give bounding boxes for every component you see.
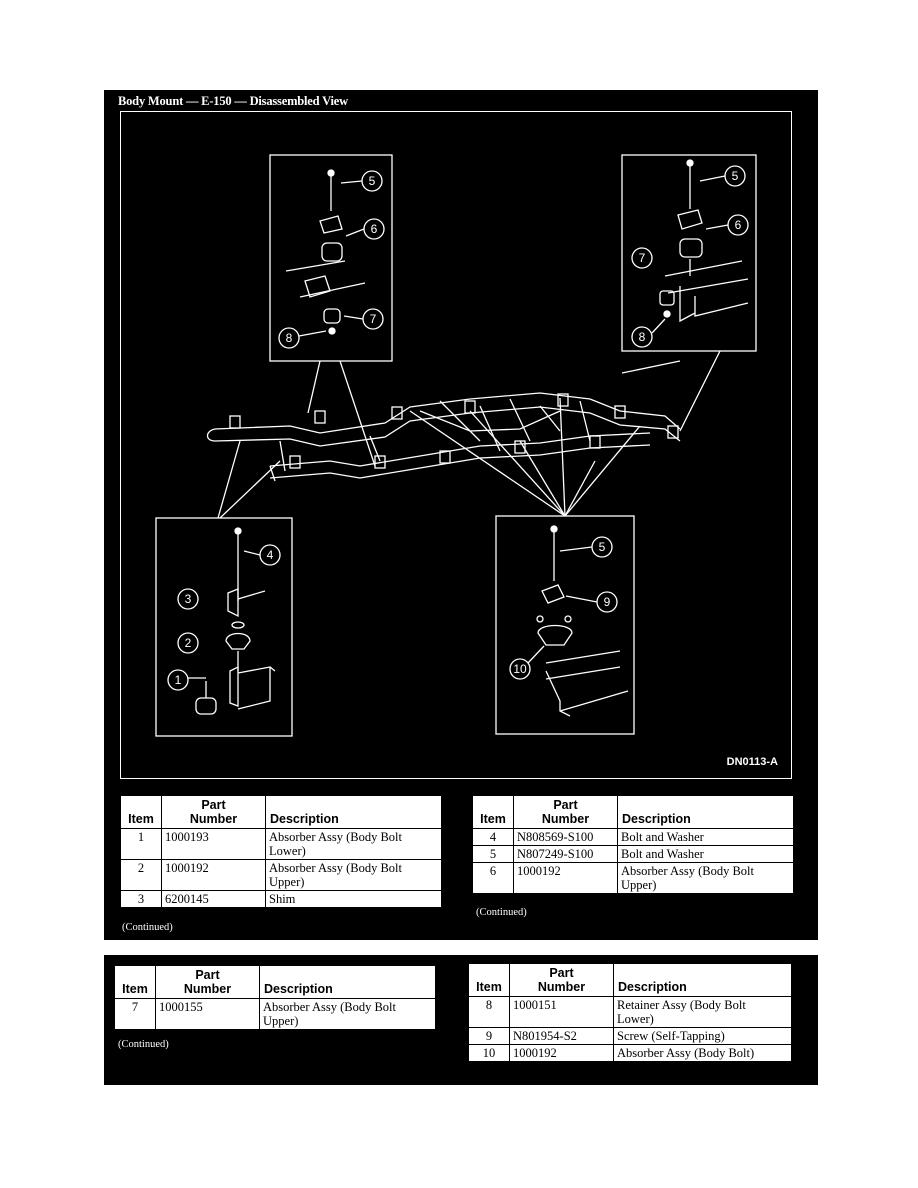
detail-br-callouts [509,536,618,680]
table-row: 5 N807249-S100 Bolt and Washer [472,845,794,863]
col-header-item: Item [472,795,514,829]
col-header-description: Description [265,795,442,829]
callout-5-tr: 5 [732,169,739,183]
chassis-frame-rails [206,392,681,482]
continued-note: (Continued) [122,922,173,933]
drawing-frame [120,111,792,779]
detail-tl-callouts [278,170,385,349]
callout-5-br: 5 [599,540,606,554]
col-header-description: Description [617,795,794,829]
callout-6-tl: 6 [371,222,378,236]
leader-lines [217,350,721,519]
detail-bl-callouts [167,544,281,691]
table-row: 4 N808569-S100 Bolt and Washer [472,828,794,846]
detail-box-bottom-right [495,515,635,735]
col-header-description: Description [259,965,436,999]
callout-4-bl: 4 [267,548,274,562]
col-header-description: Description [613,963,792,997]
detail-tr-callouts [631,165,749,348]
table-row: 3 6200145 Shim [120,890,442,908]
detail-box-top-right [621,154,757,352]
callout-6-tr: 6 [735,218,742,232]
figure-code: DN0113-A [726,756,778,768]
detail-box-bottom-left [155,517,293,737]
chassis-mount-brackets [229,393,679,469]
col-header-item: Item [468,963,510,997]
figure-title: Body Mount — E-150 — Disassembled View [118,94,348,108]
detail-tr-parts [659,159,749,323]
figure-panel: Body Mount — E-150 — Disassembled View [104,90,818,940]
detail-bl-parts [195,527,276,715]
callout-8-tl: 8 [286,331,293,345]
continued-note: (Continued) [118,1039,169,1050]
table-row: 10 1000192 Absorber Assy (Body Bolt) [468,1044,792,1062]
callout-9-br: 9 [604,595,611,609]
callout-2-bl: 2 [185,636,192,650]
callout-8-tr: 8 [639,330,646,344]
detail-br-parts [536,525,629,717]
detail-tl-parts [285,169,366,335]
callout-7-tl: 7 [370,312,377,326]
callout-3-bl: 3 [185,592,192,606]
detail-box-top-left [269,154,393,362]
table-row: 9 N801954-S2 Screw (Self-Tapping) [468,1027,792,1045]
continued-note: (Continued) [476,907,527,918]
callout-7-tr: 7 [639,251,646,265]
col-header-item: Item [114,965,156,999]
col-header-item: Item [120,795,162,829]
callout-1-bl: 1 [175,673,182,687]
exploded-view-drawing: 5 6 7 8 5 6 7 8 [155,154,757,737]
callout-10-br: 10 [513,662,527,676]
callout-5-tl: 5 [369,174,376,188]
